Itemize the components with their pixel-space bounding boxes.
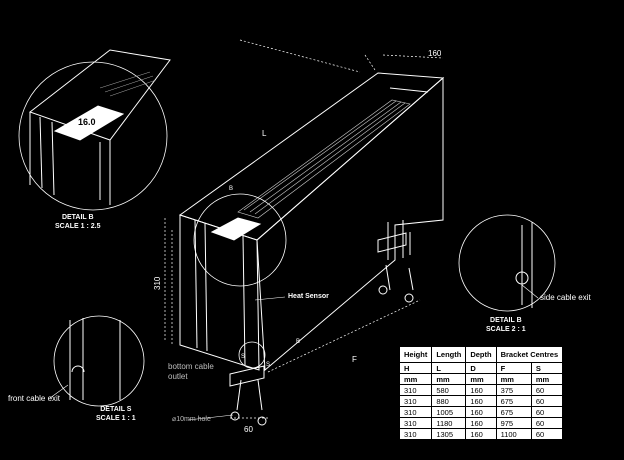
front-cable-exit-label: front cable exit	[8, 394, 61, 403]
table-row: 310 580 160 375 60	[398, 384, 564, 396]
table-row: 310 1305 160 1100 60	[398, 428, 564, 440]
header-depth: Depth	[465, 346, 497, 363]
table-cell: 60	[530, 395, 564, 407]
side-cable-exit-label: side cable exit	[540, 293, 591, 302]
header-length: Length	[431, 346, 467, 363]
ref-b-side: B	[296, 339, 300, 345]
table-cell: 1005	[431, 406, 467, 418]
top-grille	[237, 99, 411, 219]
table-cell: 160	[465, 428, 497, 440]
unit-cell: mm	[398, 373, 433, 385]
table-cell: 675	[495, 395, 532, 407]
detail-s-scale: SCALE 1 : 1	[96, 415, 136, 422]
table-cell: 375	[495, 384, 532, 396]
dim-depth-top: 160	[428, 49, 442, 58]
hole-label: ⌀10mm hole	[172, 415, 211, 423]
letter-d: D	[465, 362, 497, 374]
unit-cell: mm	[465, 373, 497, 385]
table-cell: 310	[398, 384, 433, 396]
table-cell: 60	[530, 428, 564, 440]
dim-height: 310	[153, 276, 162, 290]
table-cell: 675	[495, 406, 532, 418]
wall-bracket-right	[377, 220, 414, 303]
detail-s-caption: DETAIL S SCALE 1 : 1	[96, 405, 136, 423]
dim-length: L	[262, 129, 267, 138]
letter-s: S	[530, 362, 564, 374]
table-cell: 160	[465, 395, 497, 407]
ref-s-left: S	[241, 354, 245, 360]
unit-cell: mm	[495, 373, 532, 385]
unit-cell: mm	[431, 373, 467, 385]
detail-b-side-view	[458, 214, 556, 312]
detail-b-main-title: DETAIL B	[61, 214, 94, 221]
bottom-cable-outlet-line1: bottom cable	[168, 362, 214, 371]
table-unit-row: mm mm mm mm mm	[398, 373, 564, 385]
table-cell: 160	[465, 384, 497, 396]
table-cell: 60	[530, 384, 564, 396]
thermostat-panel	[210, 217, 262, 241]
table-cell: 310	[398, 417, 433, 429]
detail-b-main-scale: SCALE 1 : 2.5	[55, 223, 101, 230]
ref-b-main: B	[229, 186, 233, 192]
detail-b-view	[18, 49, 171, 211]
table-cell: 60	[530, 417, 564, 429]
detail-b-main-caption: DETAIL B SCALE 1 : 2.5	[55, 213, 101, 231]
heat-sensor-label: Heat Sensor	[288, 293, 329, 300]
bottom-cable-outlet-label: bottom cable outlet	[168, 362, 214, 382]
dim-bracket: 60	[244, 425, 253, 434]
ref-s-right: S	[266, 362, 270, 368]
table-cell: 60	[530, 406, 564, 418]
hole-text: 10mm hole	[176, 416, 211, 423]
diameter-icon: ⌀	[172, 416, 177, 423]
table-cell: 1100	[495, 428, 532, 440]
dim-depth-side: F	[352, 355, 357, 364]
table-cell: 975	[495, 417, 532, 429]
bottom-cable-outlet-line2: outlet	[168, 372, 188, 381]
table-row: 310 1005 160 675 60	[398, 406, 564, 418]
thermostat-display: 16.0	[78, 117, 96, 127]
table-cell: 1180	[431, 417, 467, 429]
wall-bracket-left	[229, 365, 267, 426]
spec-table: Height Length Depth Bracket Centres H L …	[398, 346, 564, 440]
header-height: Height	[398, 346, 433, 363]
table-cell: 310	[398, 428, 433, 440]
table-cell: 880	[431, 395, 467, 407]
letter-f: F	[495, 362, 532, 374]
table-row: 310 880 160 675 60	[398, 395, 564, 407]
heater-body	[178, 72, 445, 372]
table-header-row: Height Length Depth Bracket Centres	[398, 346, 564, 363]
leader-lines	[49, 284, 539, 421]
detail-b-side-caption: DETAIL B SCALE 2 : 1	[486, 316, 526, 334]
unit-cell: mm	[530, 373, 564, 385]
detail-b-circle	[193, 193, 287, 287]
detail-b-side-title: DETAIL B	[490, 317, 522, 324]
table-cell: 160	[465, 406, 497, 418]
table-cell: 580	[431, 384, 467, 396]
table-cell: 310	[398, 406, 433, 418]
detail-s-circle	[238, 341, 266, 369]
detail-s-view	[53, 315, 145, 407]
table-letter-row: H L D F S	[398, 362, 564, 374]
table-cell: 310	[398, 395, 433, 407]
table-cell: 1305	[431, 428, 467, 440]
detail-b-side-scale: SCALE 2 : 1	[486, 326, 526, 333]
letter-h: H	[398, 362, 433, 374]
dimension-lines	[164, 39, 444, 419]
letter-l: L	[431, 362, 467, 374]
table-cell: 160	[465, 417, 497, 429]
header-bracket-centres: Bracket Centres	[495, 346, 564, 363]
detail-s-title: DETAIL S	[100, 406, 132, 413]
table-row: 310 1180 160 975 60	[398, 417, 564, 429]
